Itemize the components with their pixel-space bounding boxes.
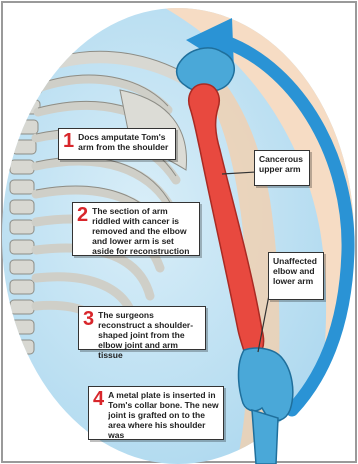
step-2-box: 2 The section of arm riddled with cancer… xyxy=(72,202,200,256)
step-1-text: Docs amputate Tom's arm from the shoulde… xyxy=(78,132,171,152)
step-4-number: 4 xyxy=(93,390,104,408)
step-3-number: 3 xyxy=(83,310,94,328)
unaffected-elbow-label: Unaffected elbow and lower arm xyxy=(268,252,324,300)
step-3-box: 3 The surgeons reconstruct a shoulder-sh… xyxy=(78,306,206,350)
step-1-box: 1 Docs amputate Tom's arm from the shoul… xyxy=(58,128,176,160)
cancerous-upper-arm-label: Cancerous upper arm xyxy=(254,150,310,186)
step-4-box: 4 A metal plate is inserted in Tom's col… xyxy=(88,386,224,440)
lower-arm-bone xyxy=(252,410,278,464)
step-3-text: The surgeons reconstruct a shoulder-shap… xyxy=(98,310,201,360)
step-2-number: 2 xyxy=(77,206,88,224)
step-1-number: 1 xyxy=(63,132,74,150)
step-4-text: A metal plate is inserted in Tom's colla… xyxy=(108,390,219,440)
step-2-text: The section of arm riddled with cancer i… xyxy=(92,206,195,256)
